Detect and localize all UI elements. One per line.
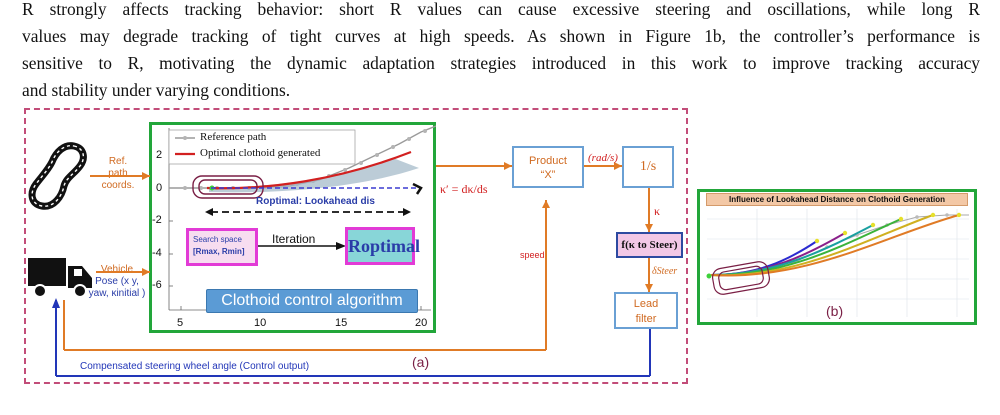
compensated-steering-label: Compensated steering wheel angle (Contro…	[80, 361, 310, 372]
y-tick: -2	[152, 214, 162, 226]
r-optimal-box: Roptimal	[345, 227, 420, 265]
filter-label: filter	[635, 313, 657, 325]
vehicle-pose-label: Vehicle Pose (x y, yaw, κinitial )	[84, 264, 150, 300]
y-tick: -6	[152, 279, 162, 291]
vehicle-label-line: Pose (x y,	[95, 276, 139, 287]
iteration-arrow	[258, 242, 346, 250]
kappa-equation: κ′ = dκ/ds	[440, 182, 488, 196]
lead-filter-block: Lead filter	[614, 292, 678, 329]
ref-label-line: Ref.	[108, 156, 128, 167]
integrator-block: 1/s	[622, 146, 674, 188]
search-space-box: Search space [Rmax, Rmin]	[186, 228, 258, 266]
y-tick: 0	[156, 182, 163, 194]
product-x-label: “X”	[540, 169, 556, 181]
kappa-label: κ	[654, 204, 661, 218]
legend-reference-text: Reference path	[200, 131, 267, 143]
ref-path-label: Ref. path coords.	[96, 156, 140, 192]
figure-b-label: (b)	[826, 303, 844, 319]
ref-label-line: coords.	[101, 180, 135, 191]
y-tick: -4	[152, 247, 162, 259]
figure-a-label: (a)	[412, 354, 430, 370]
paragraph-line: R strongly affects tracking behavior: sh…	[22, 0, 980, 19]
clothoid-control-algorithm-box: Clothoid control algorithm	[206, 289, 418, 313]
figure-b-title: Influence of Lookahead Distance on Cloth…	[706, 193, 968, 206]
lead-label: Lead	[633, 298, 659, 310]
vehicle-label-line: Vehicle	[100, 264, 134, 275]
x-tick: 5	[177, 317, 184, 329]
vehicle-label-line: yaw, κinitial )	[88, 288, 146, 299]
lookahead-label: Roptimal: Lookahead dis	[256, 196, 375, 207]
steer-function-block: f(κ to Steer)	[616, 232, 683, 258]
x-tick: 15	[335, 317, 348, 329]
y-tick: 2	[156, 149, 163, 161]
iteration-label: Iteration	[272, 232, 316, 246]
product-label: Product	[529, 155, 567, 167]
race-track-icon	[28, 142, 87, 210]
legend-optimal-text: Optimal clothoid generated	[200, 147, 321, 159]
x-tick: 20	[415, 317, 428, 329]
delta-steer-label: δSteer	[652, 266, 678, 277]
body-paragraph: R strongly affects tracking behavior: sh…	[22, 0, 980, 104]
product-block: Product “X”	[512, 146, 584, 188]
figure-b-plot	[706, 209, 969, 317]
paragraph-line: values may degrade tracking of tight cur…	[22, 26, 980, 46]
paragraph-line: and stability under varying conditions.	[22, 80, 291, 100]
paragraph-line: sensitive to R, motivating the dynamic a…	[22, 53, 980, 73]
search-space-title: Search space	[193, 235, 242, 244]
search-space-range: [Rmax, Rmin]	[193, 247, 245, 256]
x-tick: 10	[254, 317, 267, 329]
truck-icon	[28, 258, 92, 298]
speed-label: speed	[520, 250, 545, 260]
rate-label: (rad/s)	[588, 152, 618, 164]
ref-label-line: path	[108, 168, 128, 179]
figure-a-frame	[24, 108, 688, 384]
